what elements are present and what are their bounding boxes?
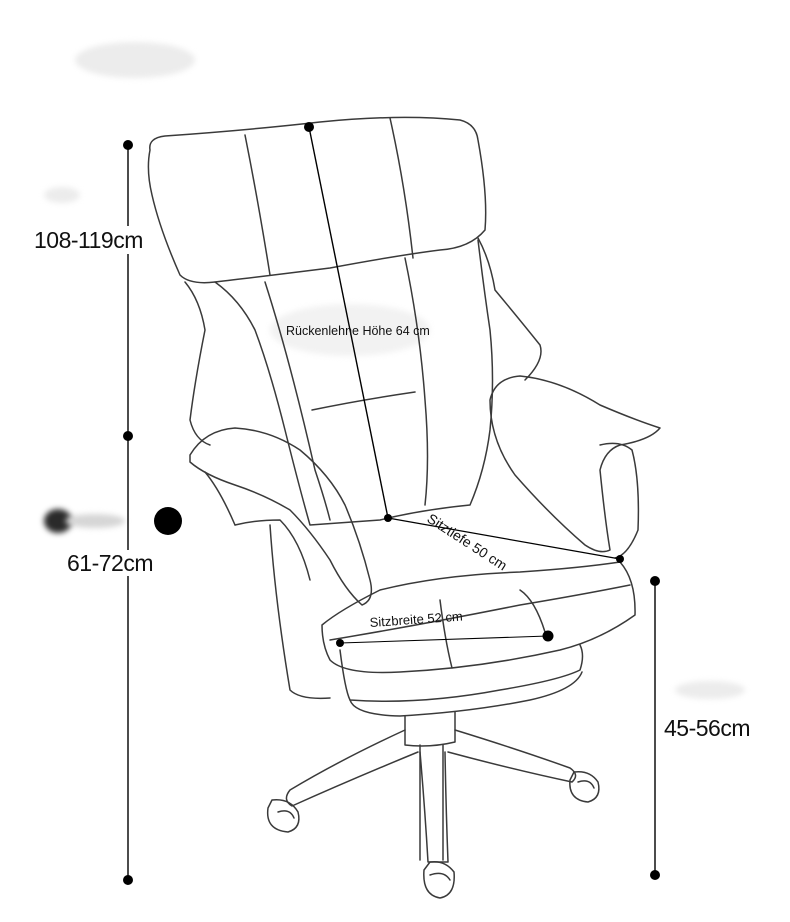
right-armrest xyxy=(489,375,661,553)
headrest xyxy=(147,116,487,284)
backrest xyxy=(214,239,494,526)
dimension-lines xyxy=(127,126,656,880)
seat-depth-line xyxy=(387,517,621,560)
left-armrest xyxy=(189,427,373,606)
base-leg-left xyxy=(285,729,419,807)
caster-right xyxy=(569,770,600,803)
seat-base xyxy=(349,671,583,717)
base-leg-front xyxy=(419,751,449,863)
chair-outline xyxy=(147,116,661,899)
caster-front xyxy=(423,860,455,899)
seat-width-label: Sitzbreite 52 cm xyxy=(369,609,463,630)
backrest-height-line xyxy=(308,126,389,519)
armrest-label-marker xyxy=(44,507,182,535)
dimension-dots xyxy=(123,122,660,885)
seat-height-label: 45-56cm xyxy=(664,715,750,741)
caster-left xyxy=(266,799,300,833)
armrest-marker-dot xyxy=(154,507,182,535)
seat-width-line xyxy=(339,635,549,644)
armrest-height-label: 61-72cm xyxy=(67,550,153,576)
backrest-left-wing xyxy=(184,281,211,446)
gas-lift xyxy=(419,744,444,861)
backrest-right-wing xyxy=(477,237,542,381)
seat-depth-label: Sitztiefe 50 cm xyxy=(424,510,510,573)
backrest-height-label: Rückenlehne Höhe 64 cm xyxy=(286,324,430,338)
total-height-label: 108-119cm xyxy=(34,227,143,253)
seat-cushion xyxy=(321,561,636,674)
base-leg-right xyxy=(447,729,577,783)
